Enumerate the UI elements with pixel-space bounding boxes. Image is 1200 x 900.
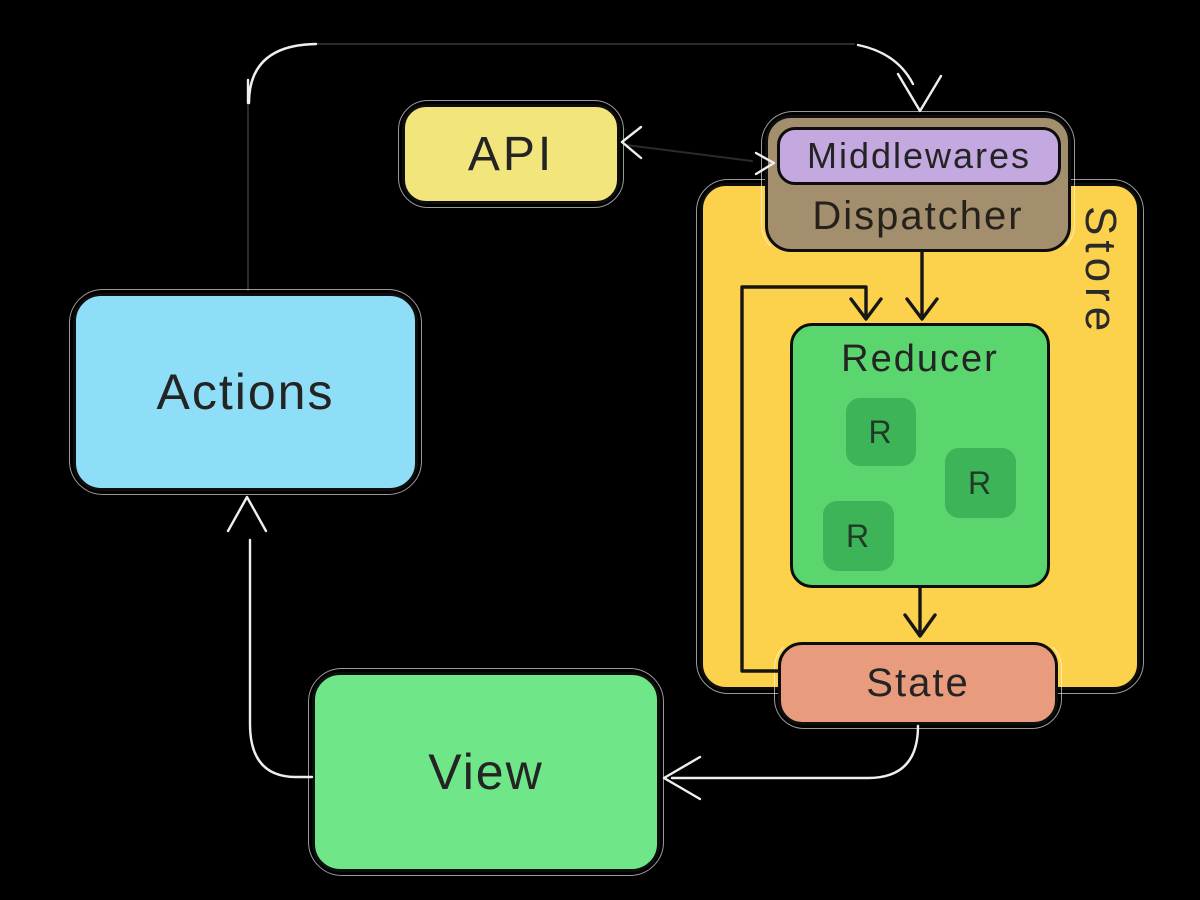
state-node: State (774, 638, 1062, 729)
api-label: API (467, 127, 555, 181)
edge-state-to-view-arrow (662, 724, 920, 801)
reducer-r-label: R (845, 517, 872, 554)
middlewares-node: Middlewares (777, 127, 1061, 185)
state-label: State (866, 661, 970, 705)
reducer-node: Reducer R R R (790, 323, 1050, 588)
reducer-r-label: R (868, 413, 894, 450)
reducer-r-item: R (945, 448, 1016, 518)
dispatcher-label: Dispatcher (812, 193, 1024, 238)
view-label: View (428, 744, 544, 800)
edge-actions-to-top-curve (246, 42, 318, 105)
actions-node: Actions (69, 289, 422, 495)
edge-into-api-arrowhead (620, 125, 643, 160)
edge-top-to-dispatcher-arrow (856, 43, 943, 113)
middlewares-label: Middlewares (806, 135, 1032, 176)
actions-label: Actions (156, 364, 335, 420)
view-node: View (308, 668, 664, 876)
reducer-label: Reducer (841, 338, 999, 380)
reducer-r-item: R (823, 501, 894, 571)
edge-view-to-actions-arrow (226, 495, 314, 779)
api-node: API (398, 100, 624, 208)
dispatcher-node: Middlewares Dispatcher (761, 111, 1075, 256)
reducer-r-item: R (846, 398, 916, 466)
reducer-r-label: R (967, 464, 994, 501)
store-label: Store (1076, 206, 1125, 337)
